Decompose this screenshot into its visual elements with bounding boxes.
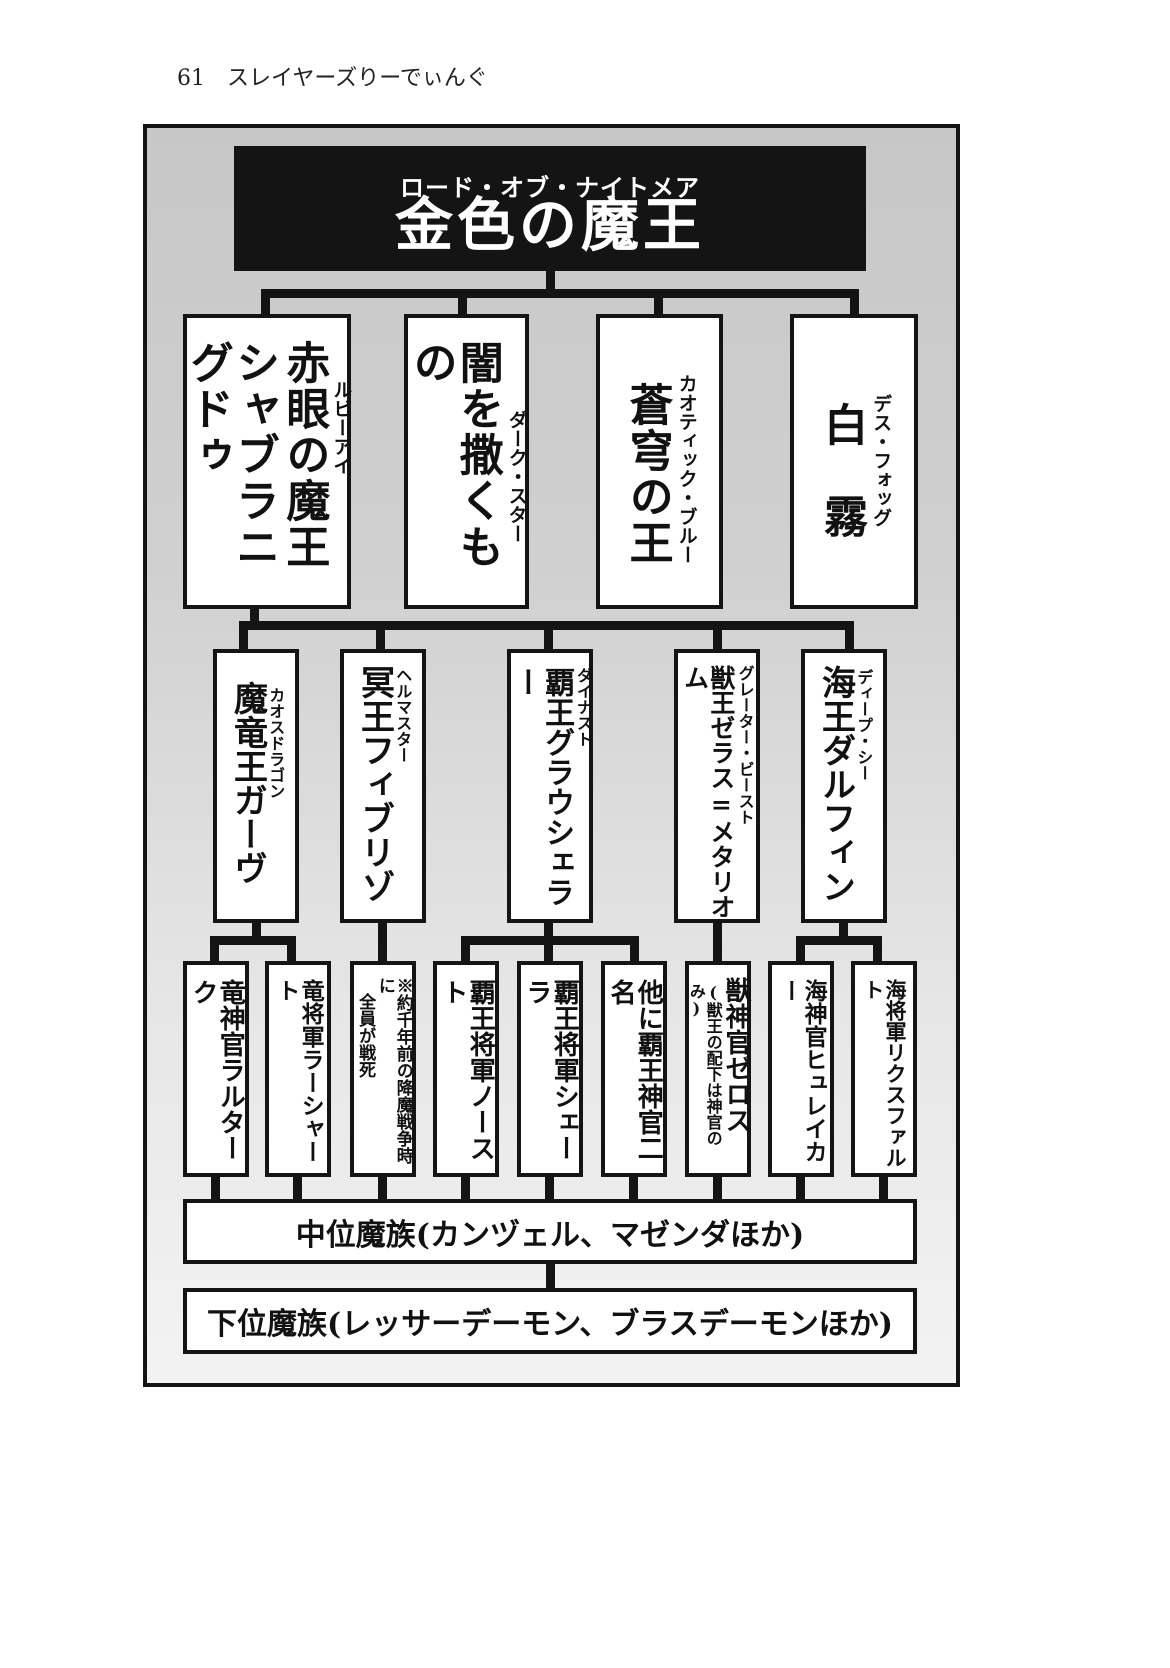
ruby-text: ヘルマスター bbox=[393, 667, 413, 763]
node-deep-sea-dolphin: ディープ・シー 海王ダルフィン bbox=[801, 649, 887, 923]
middle-class-demons: 中位魔族(カンヅェル、マゼンダほか) bbox=[183, 1199, 917, 1264]
ruby-text: ルビーアイ bbox=[330, 380, 353, 475]
node-sherra: 覇王将軍シェーラ bbox=[517, 961, 583, 1177]
node-greater-beast-zelas: グレーター・ビースト 獣王ゼラス=メタリオム bbox=[674, 649, 760, 923]
note-line1: ※約千年前の降魔戦争時に bbox=[374, 977, 413, 1164]
middle-class-label: 中位魔族(カンヅェル、マゼンダほか) bbox=[295, 1217, 805, 1253]
node-name: 白 霧 bbox=[816, 402, 868, 540]
node-name: 獣王ゼラス=メタリオム bbox=[680, 665, 736, 919]
node-name: 竜将軍ラーシャート bbox=[273, 979, 325, 1163]
lower-class-label: 下位魔族(レッサーデーモン、ブラスデーモンほか) bbox=[207, 1307, 893, 1342]
node-hellmaster-phibrizzo: ヘルマスター 冥王フィブリゾ bbox=[340, 649, 426, 923]
node-name: 獣神官ゼロス bbox=[720, 977, 751, 1133]
node-name: 他に覇王神官二名 bbox=[606, 979, 664, 1161]
page-number: 61 bbox=[177, 66, 205, 91]
node-name: 冥王フィブリゾ bbox=[354, 665, 395, 903]
node-name: 海王ダルフィン bbox=[815, 665, 856, 903]
node-note: (獣王の配下は神官のみ) bbox=[686, 983, 723, 1146]
page-header: 61 スレイヤーズりーでぃんぐ bbox=[177, 60, 488, 92]
ruby-text: ダーク・スター bbox=[505, 410, 528, 543]
node-name: 海神官ヒュレイカー bbox=[776, 979, 828, 1163]
node-dynast-grausherra: ダイナスト 覇王グラウシェラー bbox=[507, 649, 593, 923]
node-death-fog: デス・フォッグ 白 霧 bbox=[790, 314, 918, 609]
node-name: 竜神官ラルターク bbox=[188, 979, 246, 1161]
node-ruby-eye: ルビーアイ 赤眼の魔王 シャブラニグドゥ bbox=[181, 314, 353, 609]
ruby-text: カオティック・ブルー bbox=[675, 374, 698, 564]
node-hyureika: 海神官ヒュレイカー bbox=[768, 961, 834, 1177]
node-name: 覇王グラウシェラー bbox=[507, 667, 575, 907]
node-raltaak: 竜神官ラルターク bbox=[183, 961, 249, 1177]
ruby-text: ダイナスト bbox=[573, 667, 593, 747]
ruby-text: グレーター・ビースト bbox=[735, 665, 755, 825]
node-name: 闇を撒くもの bbox=[405, 340, 503, 570]
node-name: 海将軍リクスファルト bbox=[861, 979, 909, 1168]
node-dark-star: ダーク・スター 闇を撒くもの bbox=[404, 314, 529, 609]
node-name: 蒼穹の王 bbox=[621, 382, 673, 566]
note-line2: 全員が戦死 bbox=[355, 993, 376, 1078]
root-title: 金色の魔王 bbox=[394, 191, 705, 259]
node-name: 覇王将軍シェーラ bbox=[522, 979, 580, 1161]
node-chaotic-blue: カオティック・ブルー 蒼穹の王 bbox=[596, 314, 723, 609]
root-ruby: ロード・オブ・ナイトメア bbox=[400, 173, 700, 202]
node-rixfarlt: 海将軍リクスファルト bbox=[851, 961, 917, 1177]
node-name: 魔竜王ガーヴ bbox=[227, 681, 268, 885]
running-title: スレイヤーズりーでぃんぐ bbox=[227, 66, 488, 91]
node-noest: 覇王将軍ノースト bbox=[433, 961, 499, 1177]
node-chaos-dragon-gaav: カオスドラゴン 魔竜王ガーヴ bbox=[213, 649, 299, 923]
ruby-text: カオスドラゴン bbox=[266, 687, 286, 799]
root-node-golden-lord: ロード・オブ・ナイトメア 金色の魔王 bbox=[234, 146, 866, 271]
node-name-line1: 赤眼の魔王 bbox=[278, 340, 330, 570]
ruby-text: ディープ・シー bbox=[854, 669, 874, 781]
node-dynast-priests: 他に覇王神官二名 bbox=[601, 961, 667, 1177]
node-rashart: 竜将軍ラーシャート bbox=[265, 961, 331, 1177]
lower-class-demons: 下位魔族(レッサーデーモン、ブラスデーモンほか) bbox=[183, 1288, 917, 1354]
node-name: 覇王将軍ノースト bbox=[438, 979, 496, 1161]
node-name-line2: シャブラニグドゥ bbox=[181, 340, 280, 570]
node-hellmaster-note: ※約千年前の降魔戦争時に 全員が戦死 bbox=[350, 961, 416, 1177]
ruby-text: デス・フォッグ bbox=[870, 394, 893, 527]
node-xellos: 獣神官ゼロス (獣王の配下は神官のみ) bbox=[685, 961, 751, 1177]
